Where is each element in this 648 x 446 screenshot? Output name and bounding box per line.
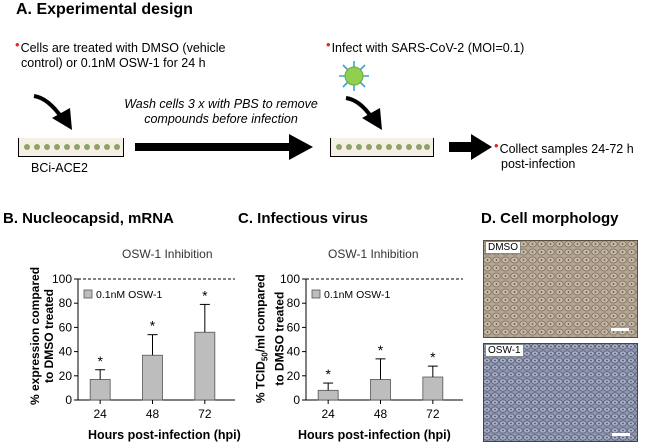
y-tick-label: 80 [59,296,73,310]
chart-c-title: OSW-1 Inhibition [328,247,419,261]
significance-star: * [150,318,156,334]
bullet-dot: • [494,138,499,153]
culture-plate [330,138,434,157]
panel-b-title: B. Nucleocapsid, mRNA [3,210,174,227]
legend-swatch [311,289,321,299]
chart-c-ylabel-rest: /ml compared [253,274,268,353]
step1-line1: Cells are treated with DMSO (vehicle [20,41,226,55]
x-tick-label: 24 [93,407,107,420]
panel-d-title: D. Cell morphology [481,210,619,227]
y-tick-label: 60 [287,320,301,334]
scale-bar [611,328,629,331]
bar [89,379,111,401]
wash-line1: Wash cells 3 x with PBS to remove [124,97,318,111]
chart-b-title: OSW-1 Inhibition [122,247,213,261]
osw1-micrograph [483,343,638,442]
x-tick-label: 24 [321,407,335,420]
collect-text: •Collect samples 24-72 h post-infection [494,138,634,172]
panel-a-title: A. Experimental design [16,1,193,18]
wash-line2: compounds before infection [144,112,298,126]
y-tick-label: 0 [293,393,300,407]
significance-star: * [430,349,436,365]
x-tick-label: 48 [374,407,388,420]
dmso-label: DMSO [485,241,521,254]
y-tick-label: 20 [287,369,301,383]
significance-star: * [378,342,384,358]
chart-b: 0 20 40 60 80 100 * 24 * 48 * 72 0.1nM OSW-1 [52,272,235,420]
bar [370,379,391,401]
collect-line1: Collect samples 24-72 h [499,142,634,156]
dmso-micrograph [483,240,638,338]
step2-line: Infect with SARS-CoV-2 (MOI=0.1) [331,41,525,55]
x-tick-label: 72 [198,407,212,420]
bar [142,354,163,401]
x-tick-label: 72 [426,407,440,420]
significance-star: * [97,353,103,369]
long-arrow-icon [135,134,313,160]
collect-line2: post-infection [501,157,576,171]
scale-bar [612,433,630,436]
osw1-label: OSW-1 [485,344,524,357]
bar [194,331,216,401]
legend-label: 0.1nM OSW-1 [96,289,162,301]
culture-plate [18,138,124,157]
y-tick-label: 100 [52,272,72,286]
y-tick-label: 100 [280,272,300,286]
significance-star: * [202,287,208,303]
step1-line2: control) or 0.1nM OSW-1 for 24 h [21,56,206,70]
significance-star: * [325,366,331,382]
bullet-dot: • [15,37,20,52]
bar [422,376,444,401]
y-tick-label: 20 [59,369,73,383]
curved-arrow-icon [33,94,72,130]
short-arrow-icon [449,134,492,160]
virus-icon [339,61,369,91]
cell-line-label: BCi-ACE2 [31,161,88,175]
x-tick-label: 48 [146,407,160,420]
chart-c-ylabel-part: % TCID [253,361,268,404]
step1-text: •Cells are treated with DMSO (vehicle co… [15,37,226,71]
wash-text: Wash cells 3 x with PBS to remove compou… [123,97,319,127]
y-tick-label: 40 [287,345,301,359]
y-tick-label: 60 [59,320,73,334]
curved-arrow-icon [345,96,382,130]
bullet-dot: • [326,37,331,52]
chart-b-xlabel: Hours post-infection (hpi) [88,428,241,442]
chart-c: 0 20 40 60 80 100 * 24 * 48 * 72 0.1nM OSW-1 [280,272,463,420]
y-tick-label: 80 [287,296,301,310]
legend-label: 0.1nM OSW-1 [324,289,390,301]
panel-c-title: C. Infectious virus [238,210,369,227]
chart-c-xlabel: Hours post-infection (hpi) [298,428,451,442]
legend-swatch [83,289,93,299]
y-tick-label: 0 [65,393,72,407]
y-tick-label: 40 [59,345,73,359]
bar [317,389,339,401]
step2-text: •Infect with SARS-CoV-2 (MOI=0.1) [326,37,525,56]
